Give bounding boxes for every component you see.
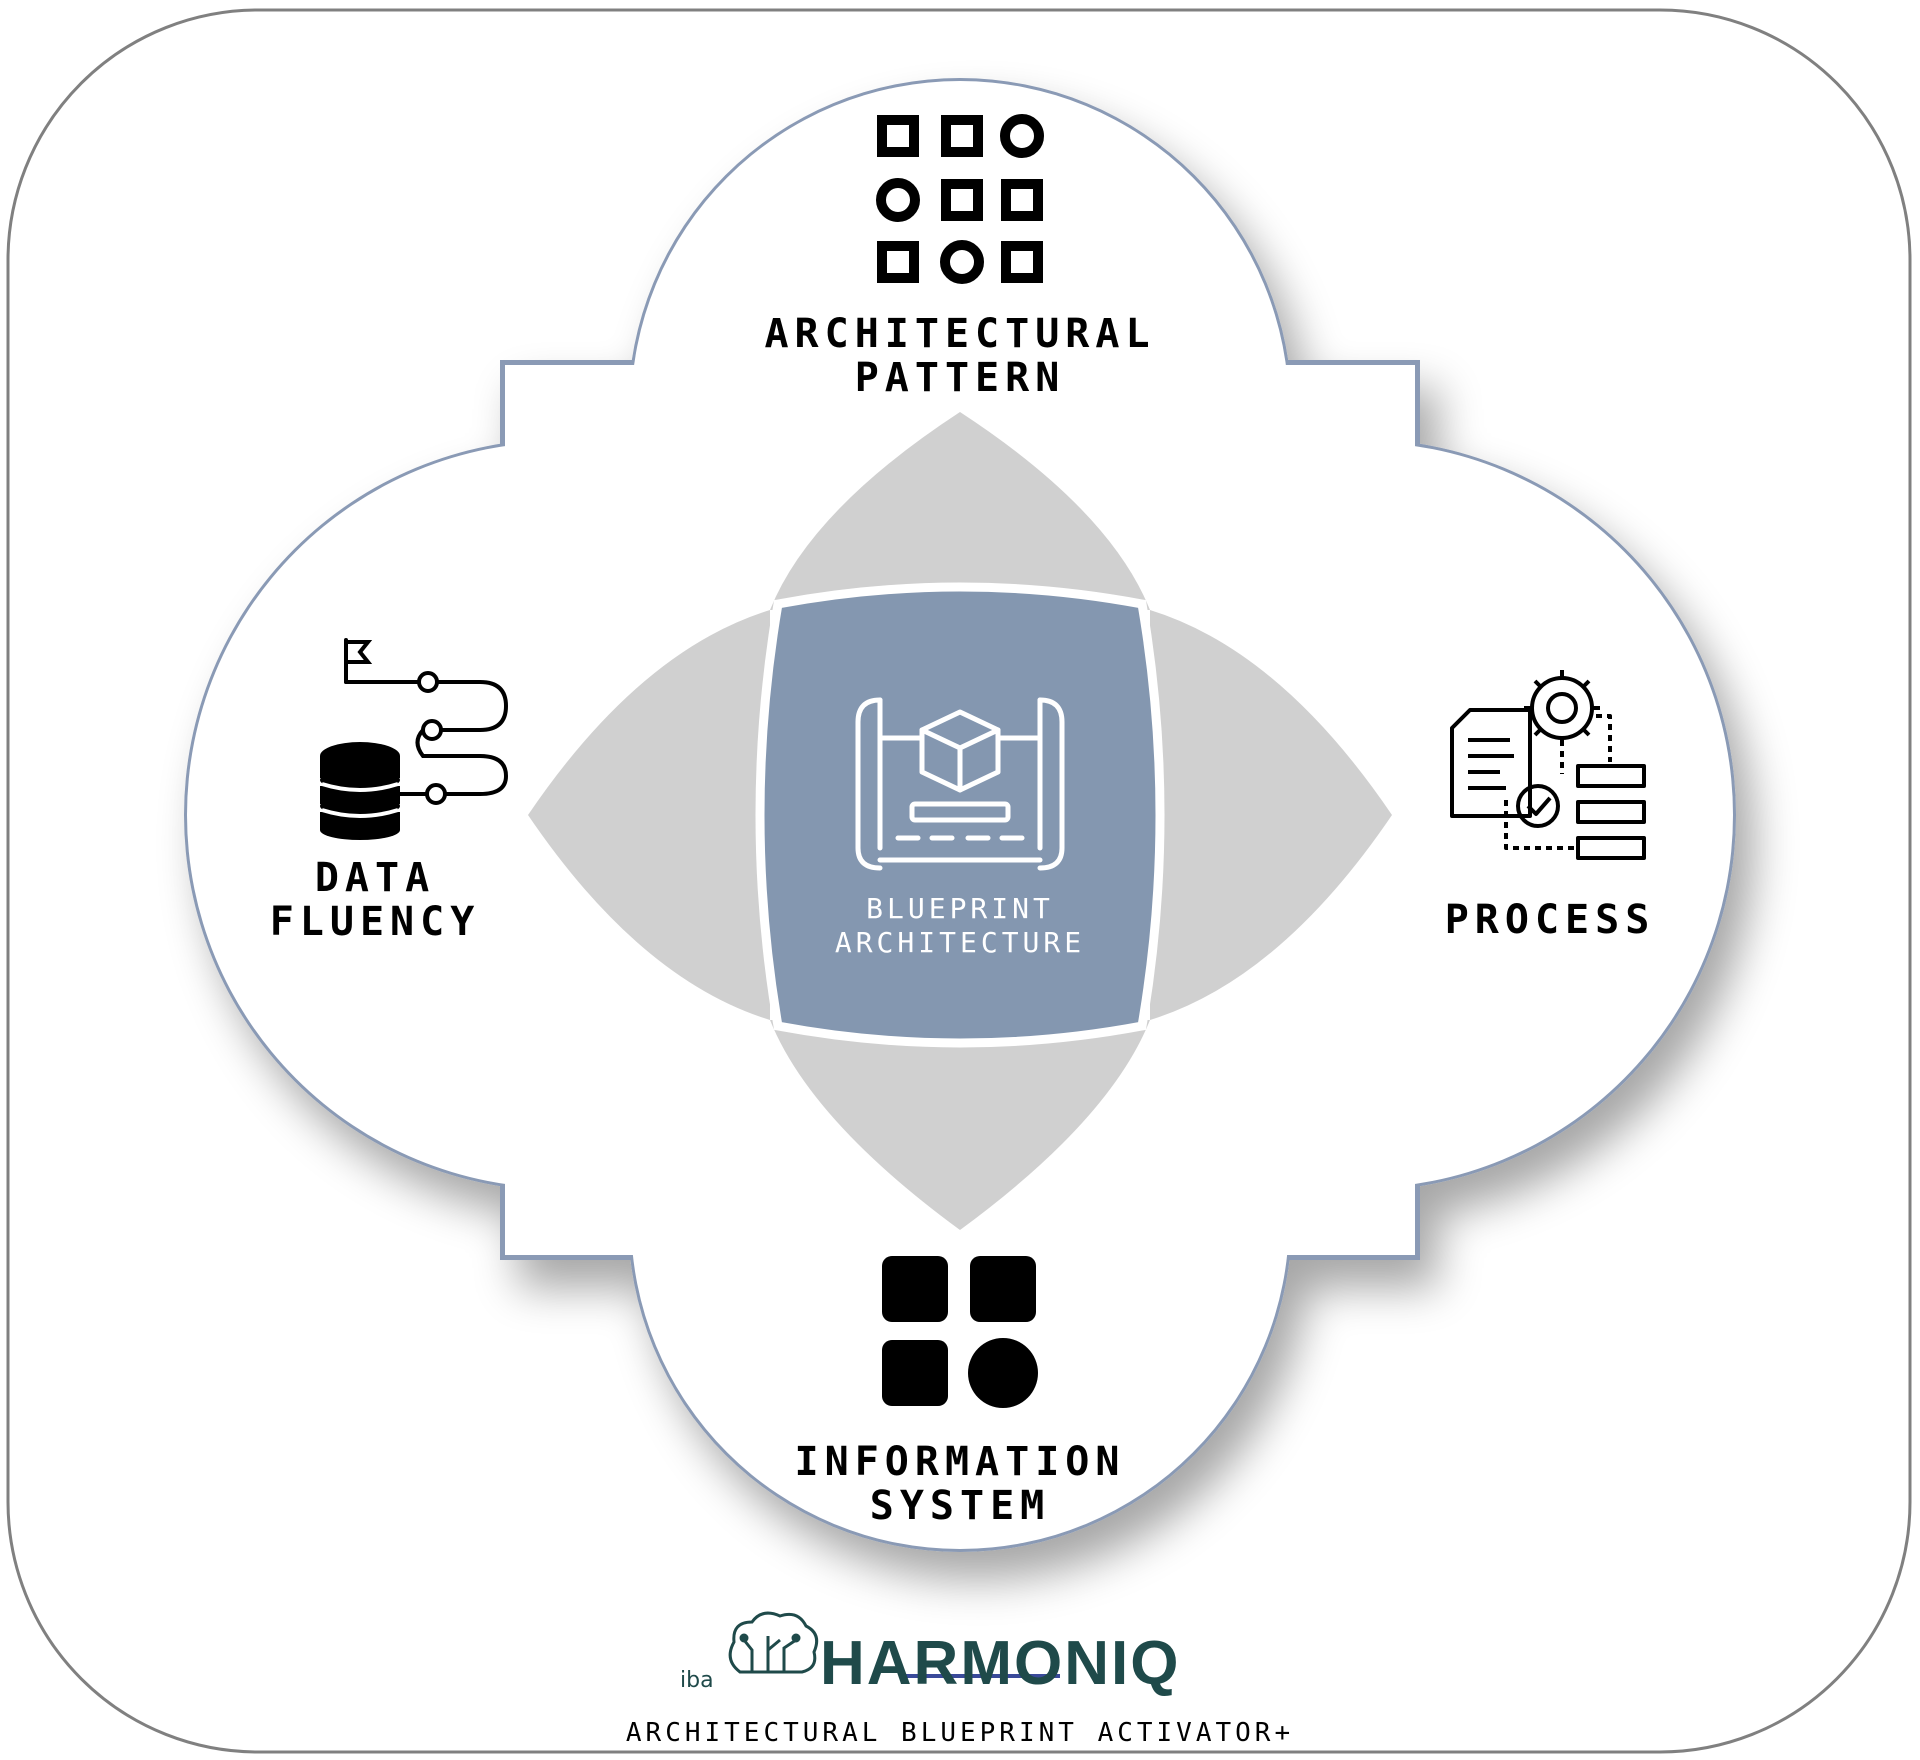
center-shape: [755, 582, 1165, 1048]
brand-logo-icon: [728, 1611, 1060, 1678]
petal-right: [1150, 610, 1392, 1020]
center-label-blueprint-architecture: Blueprint Architecture: [780, 892, 1140, 960]
brand-prefix: iba: [680, 1668, 714, 1693]
process-gear-icon: [1450, 670, 1646, 860]
node-label-line: Fluency: [269, 899, 481, 945]
node-label-information-system: Information System: [710, 1440, 1210, 1528]
app-blocks-icon: [882, 1256, 1038, 1408]
node-label-line: Architectural: [764, 311, 1156, 357]
center-label-line: Architecture: [834, 926, 1086, 959]
node-label-data-fluency: Data Fluency: [215, 856, 535, 944]
node-label-line: Pattern: [854, 355, 1066, 401]
petals: [528, 412, 1392, 1230]
node-label-process: Process: [1380, 898, 1720, 942]
blueprint-cube-icon: [855, 697, 1065, 871]
database-flow-icon: [320, 638, 509, 840]
petal-bottom: [770, 1020, 1150, 1230]
node-label-line: Data: [314, 855, 436, 901]
node-label-architectural-pattern: Architectural Pattern: [660, 312, 1260, 400]
node-label-line: System: [869, 1483, 1051, 1529]
node-label-line: Process: [1444, 897, 1656, 943]
center-label-line: Blueprint: [866, 892, 1054, 925]
brand-tagline: Architectural Blueprint Activator+: [625, 1718, 1295, 1748]
petal-left: [528, 610, 770, 1020]
brand-name: HARMONIQ: [820, 1629, 1181, 1698]
node-label-line: Information: [794, 1439, 1126, 1485]
pattern-grid-icon: [876, 114, 1044, 284]
petal-top: [770, 412, 1150, 610]
